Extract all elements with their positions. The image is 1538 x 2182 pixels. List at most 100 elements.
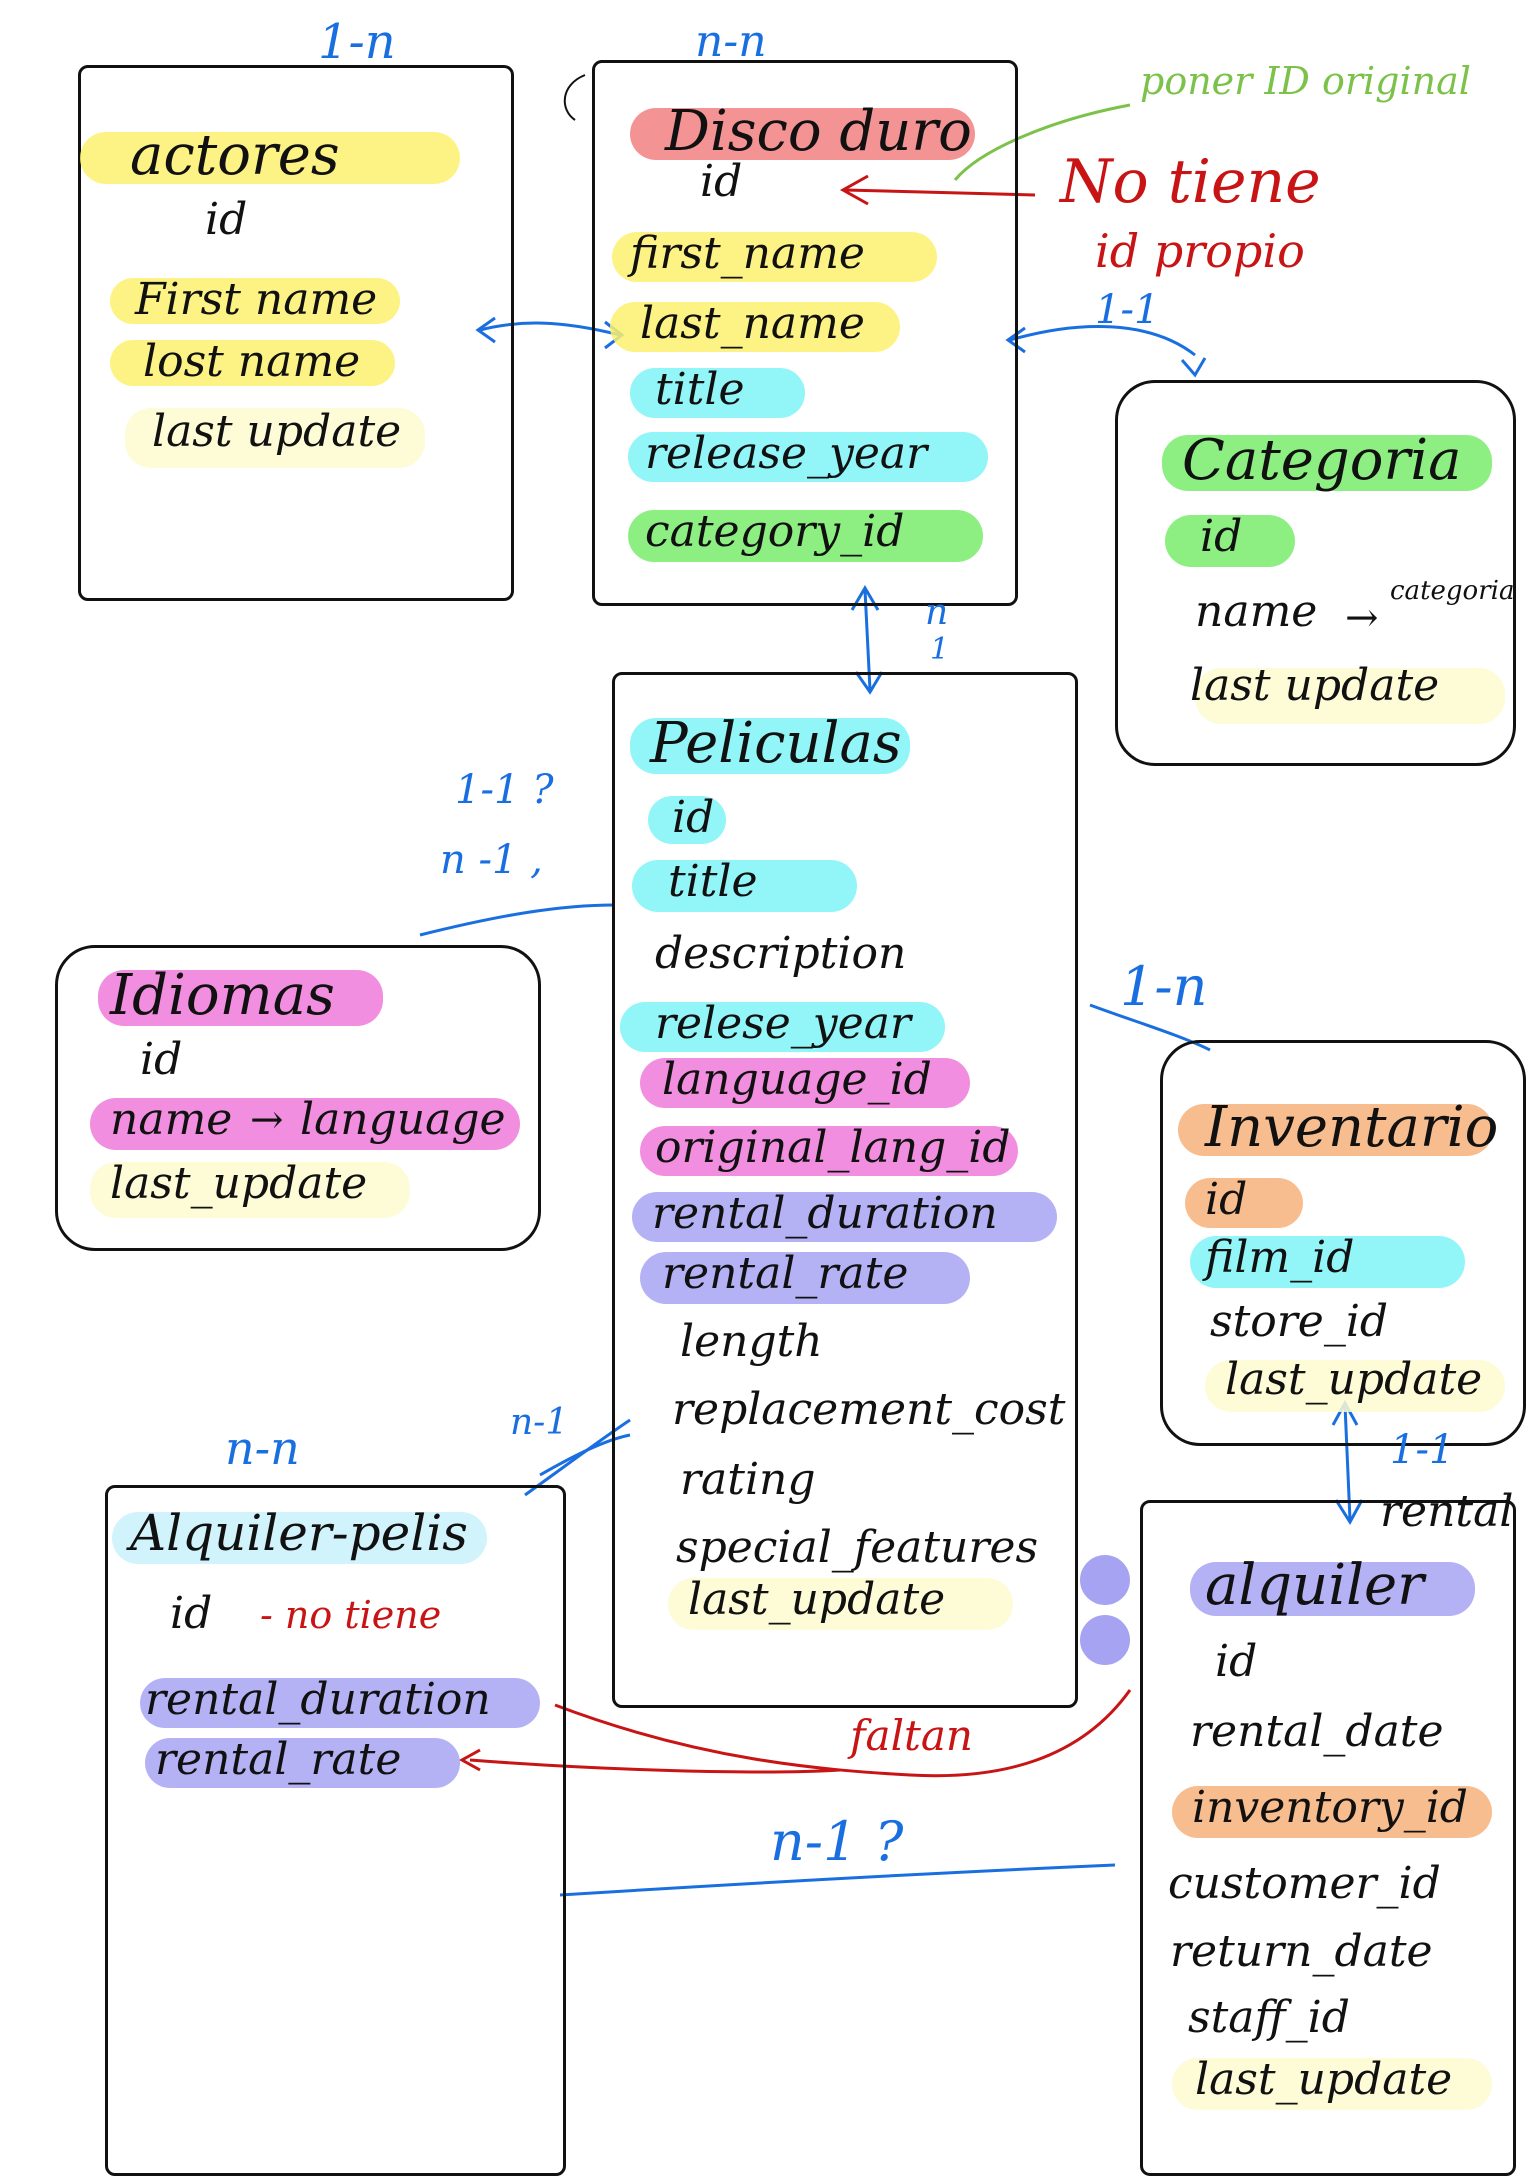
peliculas-field-rental-rate: rental_rate	[662, 1248, 909, 1299]
disco-release-highlight	[628, 432, 988, 482]
relation-idiomas-b: n -1 ,	[440, 837, 543, 883]
disco-field-id: id	[700, 156, 743, 207]
actores-field-lost-name: lost name	[143, 336, 361, 387]
inventario-title-highlight	[1178, 1104, 1493, 1156]
peliculas-relese-highlight	[620, 1002, 945, 1052]
alquilerpelis-rentalrate-highlight	[145, 1738, 460, 1788]
disco-title-field-highlight	[630, 368, 805, 418]
peliculas-field-relese-year: relese_year	[655, 998, 911, 1049]
relation-alquiler-alquilerpelis: n-1 ?	[770, 1810, 904, 1873]
peliculas-lastupdate-highlight	[668, 1578, 1013, 1630]
alquilerpelis-title-highlight	[112, 1512, 487, 1564]
peliculas-field-rating: rating	[680, 1454, 816, 1505]
table-alquiler-pelis	[105, 1485, 566, 2176]
peliculas-field-rental-duration: rental_duration	[652, 1188, 998, 1239]
peliculas-field-replacement-cost: replacement_cost	[672, 1384, 1066, 1435]
alquilerpelis-id-note: - no tiene	[260, 1593, 442, 1637]
peliculas-title: Peliculas	[650, 711, 902, 776]
disco-field-release-year: release_year	[645, 428, 928, 479]
relation-disco-categoria: 1-1	[1095, 287, 1160, 333]
peliculas-field-description: description	[655, 928, 907, 979]
idiomas-title-highlight	[98, 970, 383, 1026]
peliculas-dot-2	[1080, 1615, 1130, 1665]
alquiler-lastupdate-highlight	[1172, 2058, 1492, 2110]
peliculas-field-length: length	[680, 1316, 823, 1367]
relation-idiomas-a: 1-1 ?	[455, 767, 554, 813]
relation-inventario-alquiler: 1-1	[1390, 1427, 1455, 1473]
disco-field-title: title	[655, 364, 745, 415]
alquilerpelis-rentalduration-highlight	[140, 1678, 540, 1728]
relation-peliculas-inventario: 1-n	[1120, 955, 1208, 1018]
idiomas-name-arrow: →	[250, 1097, 284, 1143]
inventario-id-highlight	[1185, 1178, 1303, 1228]
categoria-name-arrow: →	[1345, 595, 1379, 641]
peliculas-dot-1	[1080, 1555, 1130, 1605]
disco-field-first-name: first_name	[630, 228, 865, 279]
note-no-tiene: No tiene	[1060, 147, 1321, 217]
relation-actores-top: 1-n	[318, 14, 396, 70]
alquiler-field-id: id	[1215, 1636, 1258, 1687]
categoria-field-last-update: last update	[1190, 660, 1440, 711]
inventario-title: Inventario	[1205, 1095, 1499, 1160]
inventario-lastupdate-highlight	[1205, 1360, 1505, 1412]
alquilerpelis-title: Alquiler-pelis	[130, 1504, 468, 1562]
categoria-field-id: id	[1200, 511, 1243, 562]
alquiler-field-return-date: return_date	[1170, 1926, 1433, 1977]
table-actores	[78, 65, 514, 601]
disco-lastname-highlight	[610, 302, 900, 352]
alquiler-alt-name: rental	[1380, 1486, 1514, 1537]
alquiler-field-customer-id: customer_id	[1168, 1858, 1441, 1909]
categoria-title-highlight	[1162, 435, 1492, 491]
disco-category-highlight	[628, 510, 983, 562]
inventario-field-film-id: film_id	[1205, 1232, 1355, 1283]
idiomas-lastupdate-highlight	[90, 1162, 410, 1218]
idiomas-field-id: id	[140, 1034, 183, 1085]
table-categoria	[1115, 380, 1516, 766]
inventario-field-last-update: last_update	[1225, 1354, 1483, 1405]
relation-disco-top: n-n	[695, 16, 767, 67]
peliculas-field-title: title	[668, 856, 758, 907]
categoria-name-note: categoria	[1390, 576, 1515, 606]
table-idiomas	[55, 945, 541, 1251]
idiomas-title: Idiomas	[110, 963, 335, 1028]
idiomas-field-name: name	[110, 1094, 233, 1145]
disco-field-category-id: category_id	[645, 506, 905, 557]
alquilerpelis-field-id: id	[170, 1588, 213, 1639]
actores-lastname-highlight	[110, 340, 395, 386]
alquilerpelis-field-rental-rate: rental_rate	[155, 1734, 402, 1785]
disco-firstname-highlight	[612, 232, 937, 282]
alquiler-field-last-update: last_update	[1195, 2054, 1453, 2105]
alquiler-inventory-highlight	[1172, 1786, 1492, 1838]
alquiler-field-rental-date: rental_date	[1190, 1706, 1444, 1757]
note-faltan: faltan	[850, 1711, 973, 1760]
inventario-film-highlight	[1190, 1236, 1465, 1288]
actores-title: actores	[130, 123, 340, 188]
actores-field-first-name: First name	[135, 274, 378, 325]
alquiler-title: alquiler	[1205, 1553, 1424, 1618]
peliculas-field-last-update: last_update	[688, 1574, 946, 1625]
note-id-propio: id propio	[1095, 224, 1305, 278]
actores-field-last-update: last update	[152, 406, 402, 457]
actores-lastupdate-highlight	[125, 408, 425, 468]
categoria-field-name: name	[1195, 586, 1318, 637]
table-peliculas	[612, 672, 1078, 1708]
peliculas-rentalrate-highlight	[640, 1252, 970, 1304]
peliculas-original-highlight	[640, 1126, 1018, 1176]
alquiler-title-highlight	[1190, 1562, 1475, 1616]
relation-disco-peliculas: n	[925, 592, 949, 633]
peliculas-field-id: id	[672, 792, 715, 843]
disco-title: Disco duro	[665, 99, 972, 164]
relation-alquilerpelis-peliculas: n-1	[510, 1402, 569, 1443]
note-poner-id: poner ID original	[1140, 59, 1471, 103]
peliculas-field-special-features: special_features	[676, 1522, 1039, 1573]
table-alquiler	[1140, 1500, 1516, 2176]
alquilerpelis-field-rental-duration: rental_duration	[145, 1674, 491, 1725]
actores-field-id: id	[205, 194, 248, 245]
alquiler-field-staff-id: staff_id	[1188, 1992, 1350, 2043]
peliculas-titlefield-highlight	[632, 860, 857, 912]
peliculas-title-highlight	[630, 718, 910, 774]
categoria-lastupdate-highlight	[1195, 668, 1505, 724]
inventario-field-store-id: store_id	[1210, 1296, 1389, 1347]
table-inventario	[1160, 1040, 1526, 1446]
disco-title-highlight	[630, 108, 975, 160]
